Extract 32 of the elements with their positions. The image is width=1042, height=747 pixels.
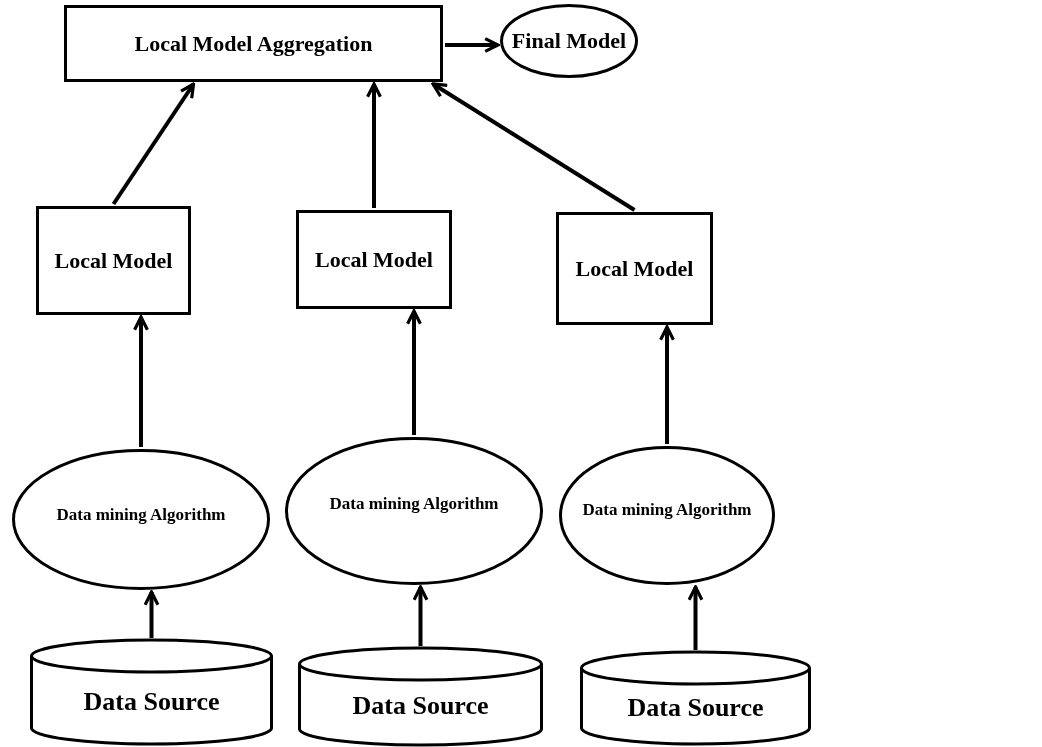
process-box [64, 5, 443, 82]
arrow [445, 37, 500, 53]
node-label: Data Source [627, 691, 764, 724]
node-label: Local Model Aggregation [134, 29, 373, 58]
process-box [556, 212, 713, 325]
node-label: Local Model [54, 246, 173, 275]
node-label: Data mining Algorithm [329, 493, 499, 515]
node-label: Data Source [352, 690, 489, 723]
node-label: Local Model [315, 245, 433, 274]
process-ellipse [12, 449, 270, 590]
arrow [111, 82, 196, 206]
database-cylinder [580, 652, 811, 744]
process-box [36, 206, 191, 315]
arrow [133, 315, 149, 447]
database-cylinder [298, 648, 543, 745]
arrow [659, 325, 675, 444]
process-ellipse [285, 437, 543, 585]
arrow [406, 309, 422, 435]
database-cylinder [30, 640, 273, 744]
process-ellipse [500, 4, 638, 78]
arrow [366, 82, 382, 208]
node-label: Data mining Algorithm [56, 503, 226, 526]
arrow [687, 585, 704, 650]
node-label: Data mining Algorithm [582, 498, 752, 521]
process-box [296, 210, 452, 309]
arrow [143, 590, 160, 638]
node-label: Local Model [575, 254, 694, 283]
arrow [412, 585, 429, 646]
arrow [431, 82, 636, 212]
node-label: Final Model [511, 27, 627, 55]
node-label: Data Source [83, 685, 220, 718]
process-ellipse [559, 446, 775, 585]
